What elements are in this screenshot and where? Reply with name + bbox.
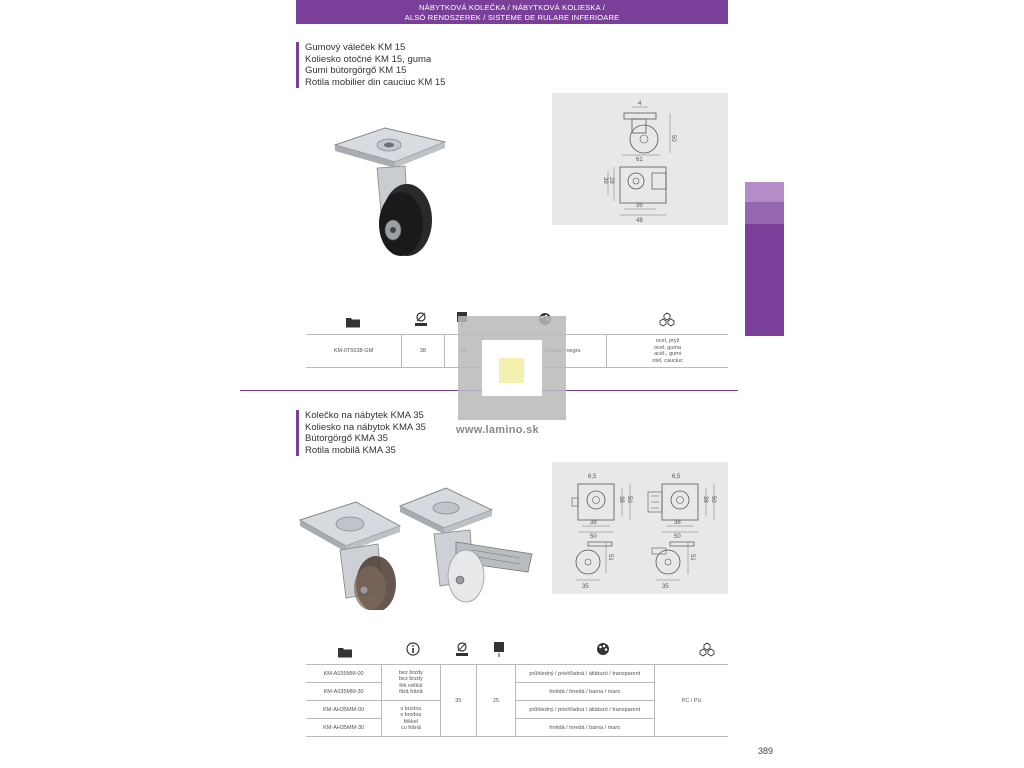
product2-table: KM-A035MM-00 bez brzdy bez brzdy fék nél… xyxy=(306,664,728,737)
watermark-square xyxy=(499,358,524,383)
folder-icon xyxy=(345,315,361,333)
p2-brake-with: s brzdou s brzdou fékkel cu frână xyxy=(381,700,441,737)
p2-brake-none-cz: bez brzdy xyxy=(398,669,423,676)
section-header-line1: NÁBYTKOVÁ KOLEČKA / NÁBYTKOVÁ KOLIESKA / xyxy=(419,3,605,12)
product1-title-hu: Gumi bútorgörgő KM 15 xyxy=(305,65,407,76)
side-tab-mid[interactable] xyxy=(745,202,784,224)
product1-drawing-svg: 4 50 61 39 28 35 48 xyxy=(602,101,676,224)
p2-dim-w38-a: 38 xyxy=(590,520,597,526)
palette-icon xyxy=(596,642,610,661)
p2-brake-none-hu: fék nélkül xyxy=(399,682,423,689)
p2-brake-with-hu: fékkel xyxy=(403,718,419,725)
p2-dim-w35-b: 35 xyxy=(662,584,669,590)
p2-code-1: KM-A035MM-00 xyxy=(306,664,383,683)
weight-icon xyxy=(494,642,504,663)
product2-title-hu: Bútorgörgő KMA 35 xyxy=(305,433,388,444)
p2-dim-h38-a: 38 xyxy=(618,496,624,503)
p2-color-3: průhledný / priehľadná / átlátszó / tran… xyxy=(515,700,655,719)
diameter-icon xyxy=(455,642,469,663)
material-icon xyxy=(699,642,715,662)
product2-drawing: 6,5 6,5 38 50 38 50 38 50 38 50 51 51 35… xyxy=(552,462,728,594)
p2-brake-with-sk: s brzdou xyxy=(400,712,422,718)
section-header: NÁBYTKOVÁ KOLEČKA / NÁBYTKOVÁ KOLIESKA /… xyxy=(296,0,728,24)
p2-dim-h38-b: 38 xyxy=(702,496,708,503)
product1-photo xyxy=(333,127,447,256)
p2-brake-none: bez brzdy bez brzdy fék nélkül fără frân… xyxy=(381,664,441,701)
p2-dim-h50-a: 50 xyxy=(626,496,632,503)
p2-dim-w50-a: 50 xyxy=(590,534,597,540)
p1-dim-height: 50 xyxy=(670,135,676,142)
product2-drawing-svg: 6,5 6,5 38 50 38 50 38 50 38 50 51 51 35… xyxy=(571,474,716,590)
p1-dim-plate-w2: 48 xyxy=(636,218,643,224)
product1-title-sk: Koliesko otočné KM 15, guma xyxy=(305,53,432,65)
p2-material: PC / PU xyxy=(654,664,728,737)
p2-brake-with-ro: cu frână xyxy=(400,725,421,731)
p1-dim-plate-w1: 35 xyxy=(636,203,643,209)
watermark-text: www.lamino.sk xyxy=(456,424,539,436)
product2-icon-row xyxy=(306,642,728,662)
p1-material-ro: otel, cauciuc xyxy=(652,357,683,364)
p2-dim-h50-b: 50 xyxy=(710,496,716,503)
p2-color-2: hnědá / hnedá / barna / maro xyxy=(515,682,655,701)
p2-dim-w50-b: 50 xyxy=(674,534,681,540)
p2-brake-none-ro: fără frână xyxy=(399,689,423,695)
p1-dim-width: 61 xyxy=(636,157,643,163)
info-icon xyxy=(406,642,420,661)
p2-dim-h51-b: 51 xyxy=(689,554,695,561)
p1-diameter: 38 xyxy=(401,334,445,368)
p1-dim-top: 4 xyxy=(638,101,642,107)
p2-color-1: průhledný / priehľadná / átlátszó / tran… xyxy=(515,664,655,683)
product2-title-cz: Kolečko na nábytek KMA 35 xyxy=(305,410,424,421)
p1-material: ocel, pryž ocel, guma acél-, gumi otel, … xyxy=(606,334,728,368)
product2-title-ro: Rotila mobilă KMA 35 xyxy=(305,444,396,456)
material-icon xyxy=(659,312,675,332)
p1-material-sk: ocel, guma xyxy=(654,344,682,351)
p2-brake-none-sk: bez brzdy xyxy=(398,676,423,682)
product1-title-ro: Rotila mobilier din cauciuc KM 15 xyxy=(305,76,446,88)
product2-title-sk: Koliesko na nábytok KMA 35 xyxy=(305,421,426,433)
p1-code: KM-0T5038-GM xyxy=(306,334,403,368)
p2-code-2: KM-A035MM-30 xyxy=(306,682,383,701)
product1-title-cz: Gumový váleček KM 15 xyxy=(305,42,406,53)
p2-dim-w35-a: 35 xyxy=(582,584,589,590)
product2-titles: Kolečko na nábytek KMA 35 Koliesko na ná… xyxy=(296,410,426,456)
side-tab-light[interactable] xyxy=(745,182,784,202)
folder-icon xyxy=(337,645,353,663)
page-number: 389 xyxy=(758,746,774,756)
diameter-icon xyxy=(414,312,428,333)
p1-material-cz: ocel, pryž xyxy=(655,338,680,344)
p1-dim-plate-h1: 39 xyxy=(602,177,608,184)
p2-color-4: hnědá / hnedá / barna / maro xyxy=(515,718,655,737)
p1-material-hu: acél-, gumi xyxy=(654,351,682,357)
product1-titles: Gumový váleček KM 15 Koliesko otočné KM … xyxy=(296,42,445,88)
p2-code-3: KM-AH35MM-00 xyxy=(306,700,383,719)
p2-dim-offset-b: 6,5 xyxy=(672,474,681,480)
p1-dim-plate-h2: 28 xyxy=(608,177,614,184)
p2-dim-w38-b: 38 xyxy=(674,520,681,526)
p2-brake-with-cz: s brzdou xyxy=(400,705,422,712)
p2-dim-offset-a: 6,5 xyxy=(588,474,597,480)
p2-dim-h51-a: 51 xyxy=(607,554,613,561)
p2-code-4: KM-AH35MM-30 xyxy=(306,718,383,737)
side-tab-active[interactable] xyxy=(745,224,784,336)
product1-drawing: 4 50 61 39 28 35 48 xyxy=(552,93,728,225)
p2-load: 25 xyxy=(476,664,516,737)
section-header-line2: ALSÓ RENDSZEREK / SISTEME DE RULARE INFE… xyxy=(404,13,620,22)
p2-diameter: 35 xyxy=(440,664,478,737)
product2-photo xyxy=(298,487,533,610)
